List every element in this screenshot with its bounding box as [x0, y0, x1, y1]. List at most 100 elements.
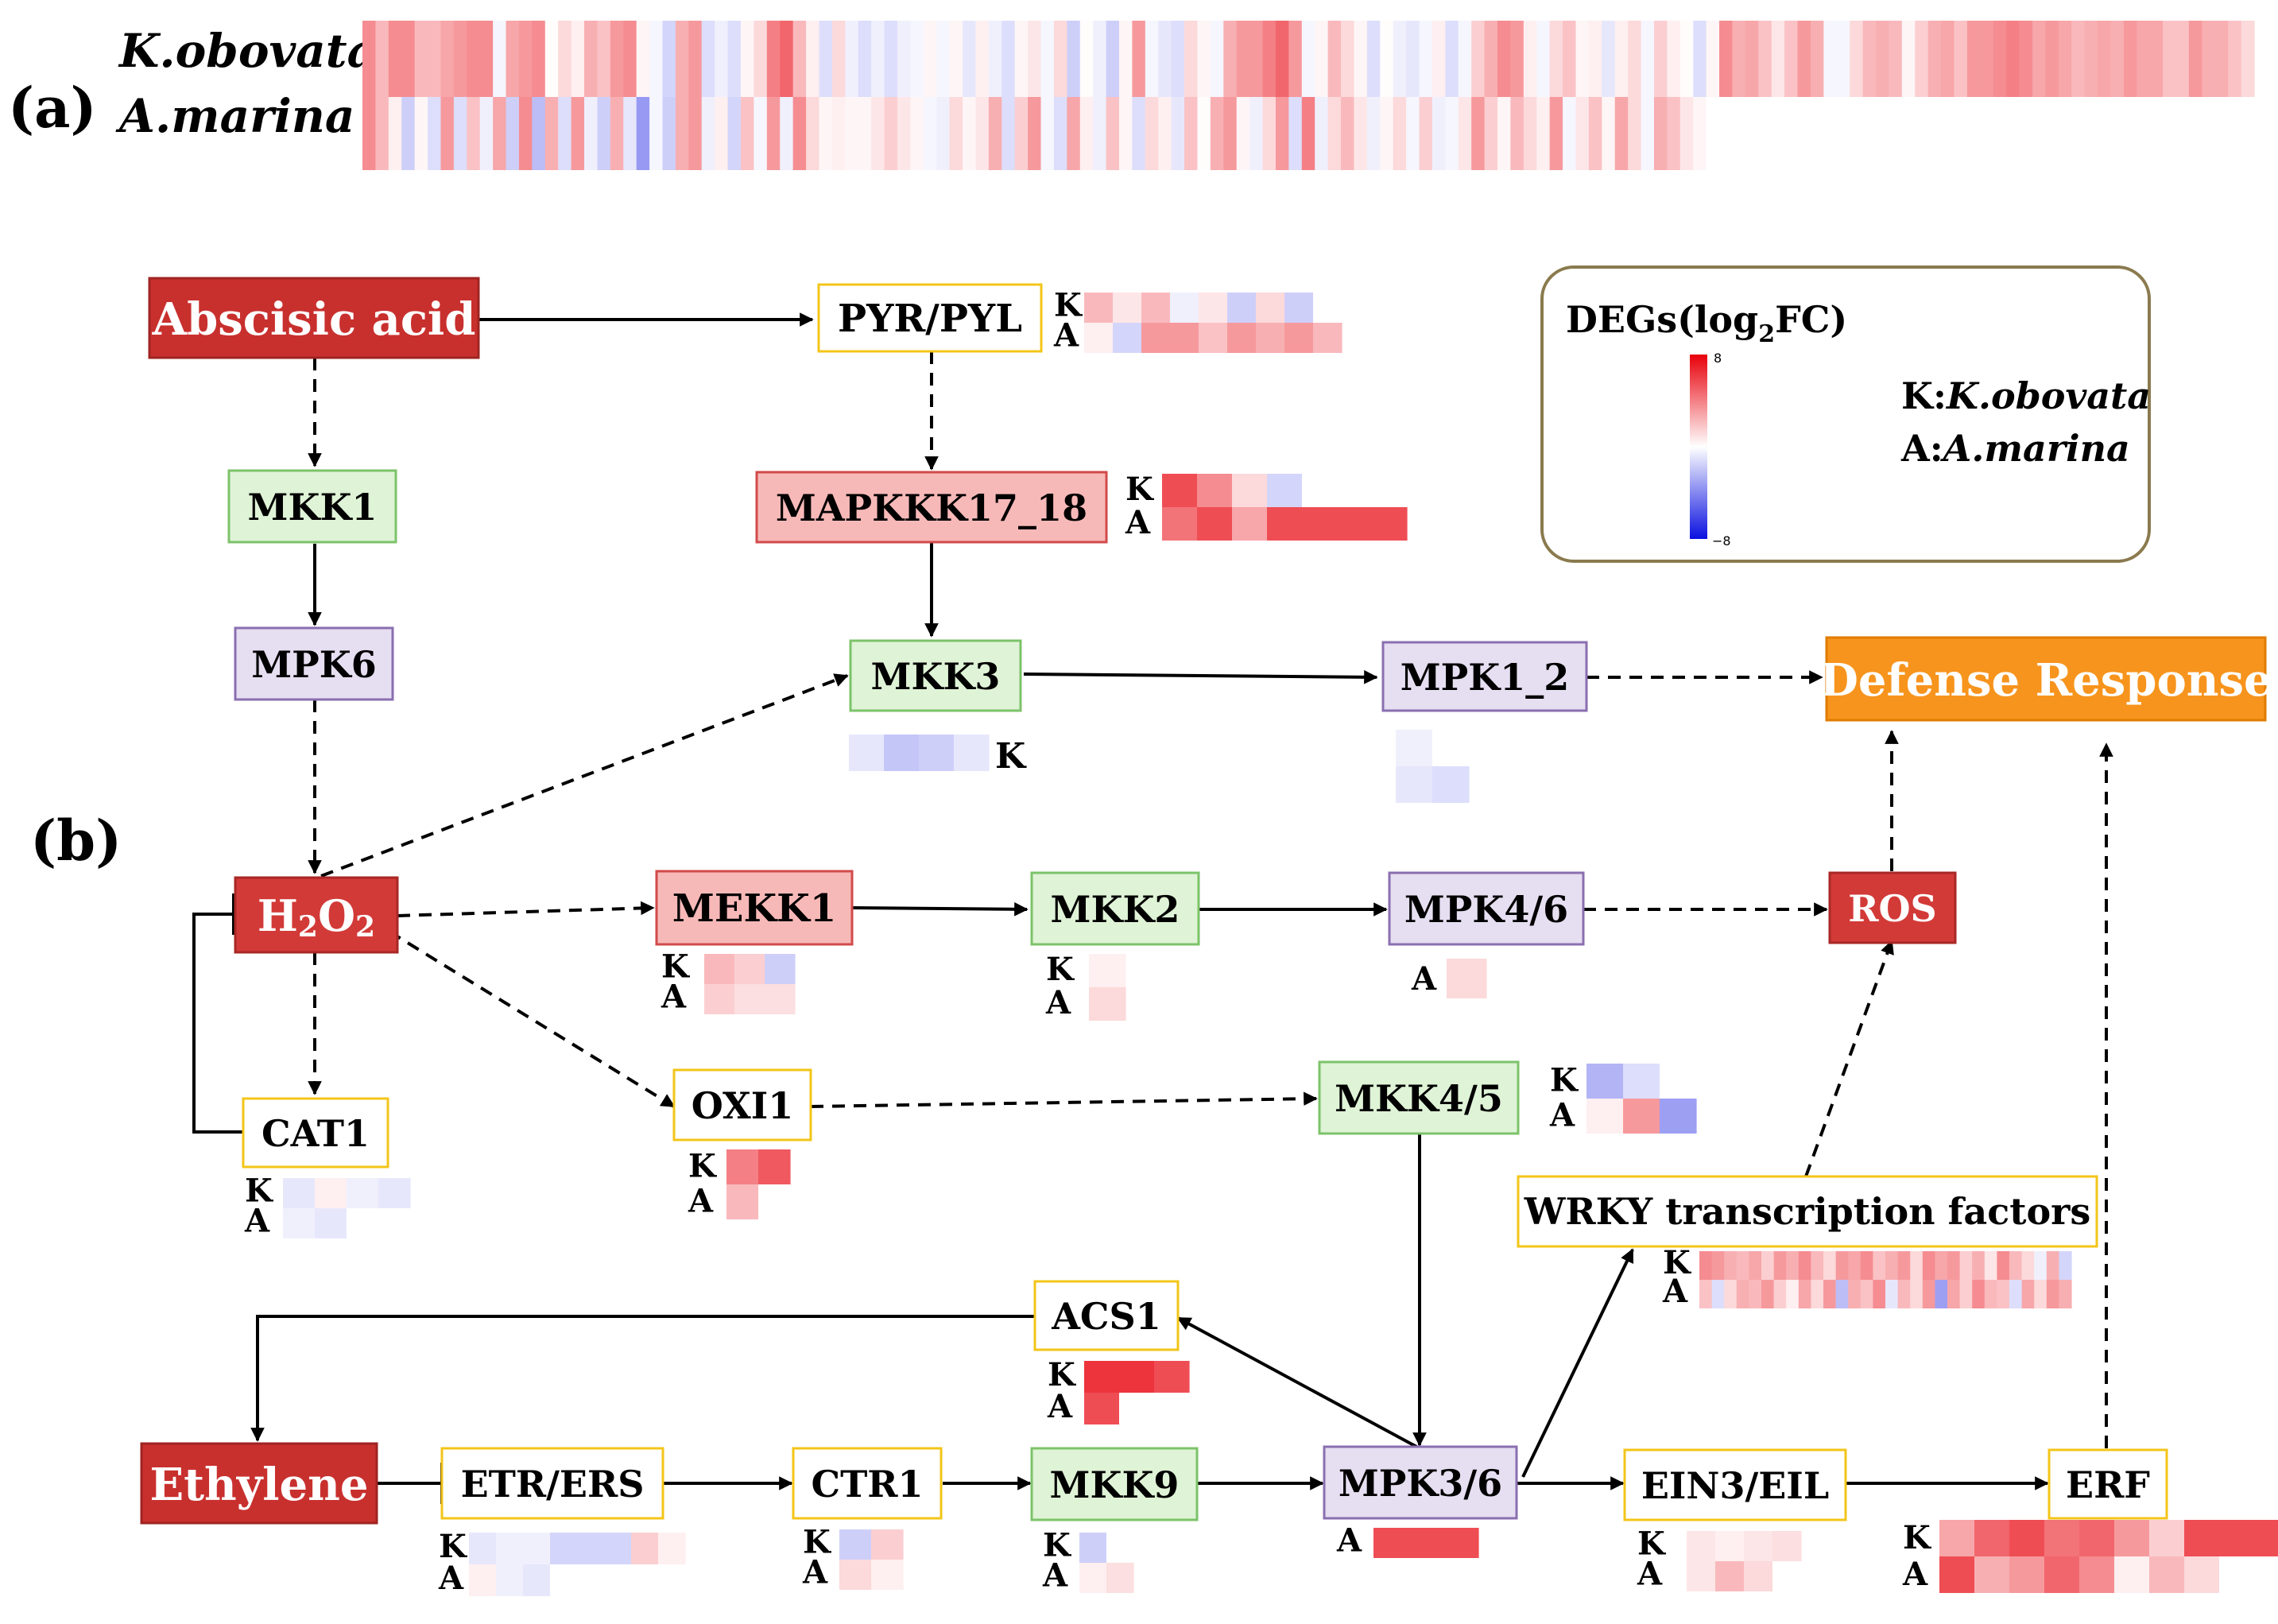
panel-a-a-row-cell-265	[2090, 97, 2098, 170]
panel-a-k-row-cell-134	[1236, 21, 1244, 97]
panel-a-a-row-cell-44	[649, 97, 657, 170]
heatmap-wrky-a-cell-26	[2021, 1280, 2035, 1308]
panel-a-k-row-cell-45	[656, 21, 664, 97]
panel-a-a-row-cell-218	[1784, 97, 1792, 170]
heatmap-mkk3	[849, 734, 990, 771]
panel-a-a-row-cell-284	[2214, 97, 2222, 170]
panel-a-k-row-cell-223	[1817, 21, 1824, 97]
panel-a-a-row-cell-244	[1954, 97, 1962, 170]
heatmap-etr-ers-k-cell-3	[550, 1533, 578, 1564]
panel-a-a-row-cell-266	[2098, 97, 2105, 170]
panel-a-k-row-cell-15	[460, 21, 467, 97]
heatmap-mpk1-2	[1396, 730, 1470, 803]
heatmap-mapkkk17-18-row-label-k: K	[1125, 471, 1154, 508]
heatmap-acs1-k-cell-2	[1154, 1361, 1190, 1393]
panel-a-a-row-cell-45	[656, 97, 664, 170]
heatmap-mkk4-5: KA	[1549, 1061, 1697, 1134]
panel-a-a-row-cell-106	[1053, 97, 1061, 170]
panel-a-a-row-cell-191	[1608, 97, 1616, 170]
node-pyr-pyl: PYR/PYL	[817, 283, 1043, 353]
panel-a-k-row-cell-193	[1621, 21, 1629, 97]
panel-a-a-row-cell-263	[2078, 97, 2086, 170]
node-mkk1-label: MKK1	[248, 486, 378, 529]
panel-a-a-row-cell-197	[1647, 97, 1655, 170]
heatmap-mpk3-6-row-label-a: A	[1336, 1522, 1362, 1560]
panel-a-k-row-cell-114	[1106, 21, 1114, 97]
panel-a-k-row-cell-28	[544, 21, 552, 97]
heatmap-ctr1-row-label-k: K	[803, 1524, 831, 1561]
panel-a-a-row-cell-192	[1614, 97, 1622, 170]
panel-a-a-row-cell-70	[819, 97, 827, 170]
heatmap-mkk3-k-cell-2	[919, 734, 955, 771]
panel-a-a-row-cell-62	[766, 97, 774, 170]
panel-a-k-row-cell-163	[1425, 21, 1433, 97]
panel-a-a-row-cell-273	[2143, 97, 2151, 170]
heatmap-erf-a-cell-3	[2044, 1556, 2080, 1593]
panel-a-k-row-cell-42	[636, 21, 644, 97]
node-etr-ers: ETR/ERS	[440, 1447, 664, 1520]
panel-a-a-row-cell-141	[1282, 97, 1289, 170]
panel-a-a-row-cell-75	[851, 97, 859, 170]
panel-a-a-row-cell-174	[1497, 97, 1505, 170]
panel-a-a-row-cell-86	[923, 97, 931, 170]
heatmap-mapkkk17-18-a-cell-6	[1372, 507, 1408, 541]
panel-a-k-row-cell-67	[799, 21, 807, 97]
heatmap-pyr-pyl: KA	[1053, 287, 1342, 355]
heatmap-oxi1-k-cell-0	[726, 1149, 759, 1184]
panel-a-a-row-cell-124	[1171, 97, 1179, 170]
panel-a-k-row-cell-80	[884, 21, 892, 97]
panel-a-k-row-cell-74	[845, 21, 853, 97]
panel-a-k-row-cell-180	[1536, 21, 1544, 97]
panel-a-k-row-cell-201	[1673, 21, 1681, 97]
heatmap-mpk1-2-a-cell-1	[1432, 766, 1470, 803]
panel-a-k-row-cell-102	[1028, 21, 1035, 97]
panel-a-k-row-cell-232	[1876, 21, 1883, 97]
edge-mpk36-to-acs1	[1176, 1316, 1420, 1450]
heatmap-mkk4-5-k-cell-1	[1623, 1064, 1660, 1099]
panel-a-a-row-cell-264	[2084, 97, 2092, 170]
panel-a-k-row-cell-286	[2228, 21, 2235, 97]
panel-a-a-row-cell-200	[1667, 97, 1675, 170]
panel-a-k-row-cell-81	[890, 21, 898, 97]
panel-a-a-row-cell-259	[2051, 97, 2059, 170]
heatmap-etr-ers-k-cell-2	[523, 1533, 551, 1564]
heatmap-wrky-k-cell-26	[2021, 1251, 2035, 1280]
node-cat1-label: CAT1	[262, 1112, 370, 1155]
panel-a-k-row-cell-128	[1197, 21, 1205, 97]
node-defense-response-label: Defense Response	[1819, 654, 2272, 707]
panel-a-k-row-cell-200	[1667, 21, 1675, 97]
panel-a-a-row-cell-28	[544, 97, 552, 170]
panel-a-a-row-cell-91	[955, 97, 963, 170]
heatmap-erf-a-cell-9	[2254, 1556, 2278, 1593]
panel-a-k-row-cell-191	[1608, 21, 1616, 97]
panel-a-a-row-cell-98	[1001, 97, 1009, 170]
panel-a-a-row-cell-43	[642, 97, 650, 170]
panel-a-a-row-cell-167	[1451, 97, 1459, 170]
panel-a-a-row-cell-232	[1876, 97, 1883, 170]
panel-a-a-row-cell-283	[2208, 97, 2216, 170]
panel-a-k-row-cell-90	[949, 21, 957, 97]
panel-a-a-row-cell-153	[1360, 97, 1368, 170]
panel-a-a-row-cell-130	[1210, 97, 1218, 170]
panel-a-a-row-cell-97	[995, 97, 1002, 170]
panel-a-k-row-cell-94	[975, 21, 983, 97]
panel-a-a-row-cell-214	[1758, 97, 1766, 170]
heatmap-mkk4-5-a-cell-1	[1623, 1099, 1660, 1134]
panel-a-a-row-cell-12	[440, 97, 448, 170]
heatmap-etr-ers-k-cell-6	[631, 1533, 659, 1564]
panel-a-k-row-cell-181	[1543, 21, 1551, 97]
panel-a-a-row-cell-172	[1484, 97, 1492, 170]
heatmap-ctr1-a-cell-0	[839, 1560, 872, 1590]
panel-a-k-row-cell-0	[362, 21, 370, 97]
panel-a-k-row-cell-198	[1653, 21, 1661, 97]
panel-a-a-row-cell-138	[1262, 97, 1270, 170]
panel-a-k-row-cell-288	[2241, 21, 2249, 97]
legend-title: DEGs(log2FC)	[1566, 298, 1847, 348]
panel-a-k-row-cell-183	[1555, 21, 1563, 97]
heatmap-wrky-a-cell-27	[2034, 1280, 2047, 1308]
heatmap-ein3-eil-k-cell-0	[1687, 1531, 1716, 1561]
edge-h2o2-to-mkk3	[320, 673, 849, 878]
heatmap-etr-ers-a-cell-3	[550, 1564, 578, 1596]
panel-a-k-row-cell-172	[1484, 21, 1492, 97]
